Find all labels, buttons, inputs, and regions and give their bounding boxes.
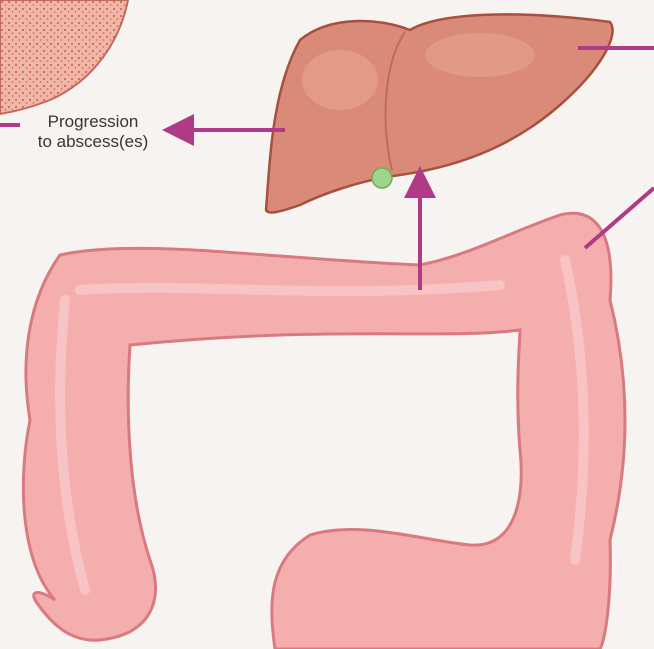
progression-label-line2: to abscess(es) — [14, 132, 172, 152]
progression-label: Progression to abscess(es) — [14, 112, 172, 152]
progression-label-line1: Progression — [14, 112, 172, 132]
gallbladder — [372, 168, 392, 188]
abscess-tissue — [0, 0, 128, 114]
liver — [266, 14, 613, 212]
pointer-colon-right — [585, 188, 654, 248]
colon — [23, 213, 625, 649]
